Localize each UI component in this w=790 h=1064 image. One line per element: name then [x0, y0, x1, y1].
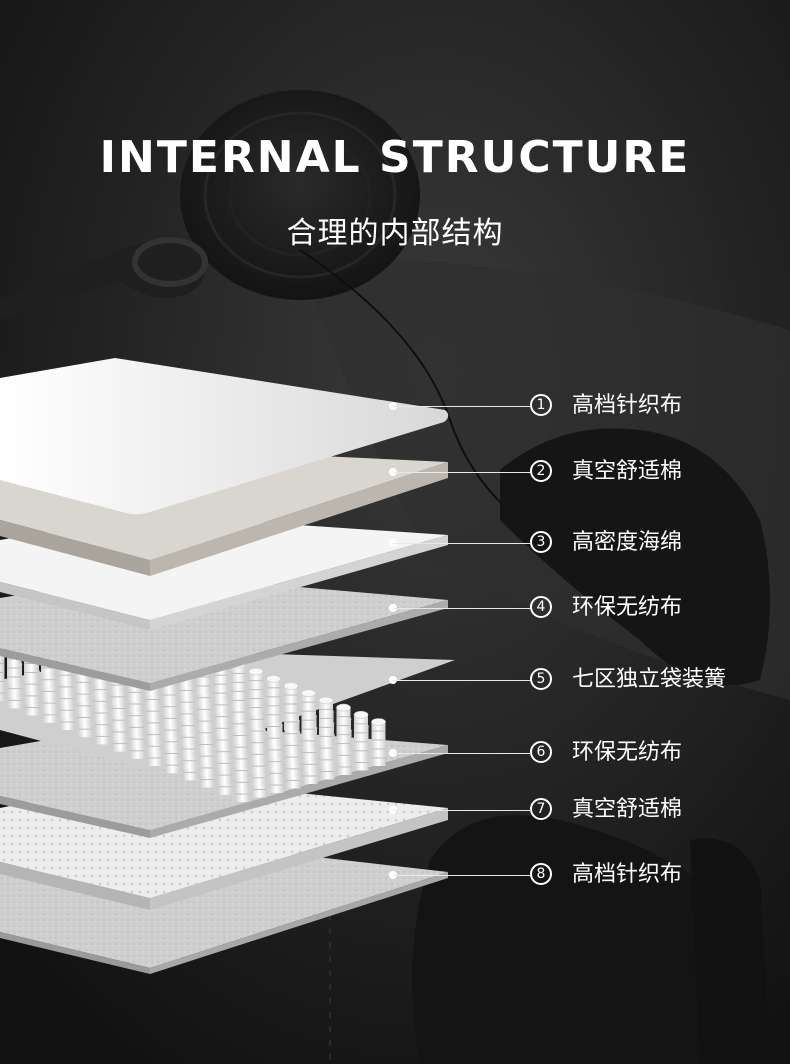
page-subtitle: 合理的内部结构 [286, 216, 504, 251]
callout-number: 6 [530, 741, 552, 763]
callout-line [393, 810, 530, 811]
callout-layer-6: 6 环保无纺布 [0, 734, 790, 774]
spring-coil [301, 693, 316, 738]
callout-label: 真空舒适棉 [572, 797, 683, 822]
callout-label: 高档针织布 [572, 393, 683, 418]
callout-layer-8: 8 高档针织布 [0, 856, 790, 896]
callout-number: 4 [530, 596, 552, 618]
callout-layer-2: 2 真空舒适棉 [0, 453, 790, 493]
spring-coil [354, 714, 368, 759]
spring-top [318, 696, 334, 705]
callout-label: 环保无纺布 [572, 595, 683, 620]
callout-number: 1 [530, 394, 552, 416]
page-title: INTERNAL STRUCTURE [99, 132, 691, 183]
callout-label: 高档针织布 [572, 862, 683, 887]
callout-label: 真空舒适棉 [572, 459, 683, 484]
callout-line [393, 753, 530, 754]
callout-line [393, 608, 530, 609]
spring-coil [371, 722, 386, 766]
spring-top [353, 710, 369, 719]
callout-number: 3 [530, 531, 552, 553]
callout-number: 5 [530, 668, 552, 690]
callout-label: 高密度海绵 [572, 530, 683, 555]
spring-coil [284, 686, 298, 730]
callout-layer-7: 7 真空舒适棉 [0, 791, 790, 831]
callout-label: 环保无纺布 [572, 740, 683, 765]
spring-top [248, 667, 264, 676]
callout-line [393, 406, 530, 407]
callout-line [393, 875, 530, 876]
spring-top [301, 689, 316, 698]
callout-number: 8 [530, 863, 552, 885]
layer-1-knit-fabric [0, 358, 449, 515]
spring-top [283, 682, 299, 690]
spring-coil [336, 707, 351, 752]
spring-coil [319, 700, 333, 745]
spring-coil [249, 671, 263, 716]
callout-line [393, 472, 530, 473]
callout-number: 2 [530, 460, 552, 482]
callout-number: 7 [530, 798, 552, 820]
callout-layer-1: 1 高档针织布 [0, 387, 790, 427]
callout-layer-5: 5 七区独立袋装簧 [0, 661, 790, 701]
callout-layer-4: 4 环保无纺布 [0, 589, 790, 629]
callout-line [393, 680, 530, 681]
spring-top [266, 674, 281, 683]
callout-label: 七区独立袋装簧 [572, 667, 727, 692]
callout-layer-3: 3 高密度海绵 [0, 524, 790, 564]
spring-coil [0, 645, 4, 690]
callout-line [393, 543, 530, 544]
spring-coil [266, 678, 281, 723]
spring-top [371, 718, 386, 726]
spring-top [336, 703, 351, 712]
spring-coil [231, 664, 246, 709]
